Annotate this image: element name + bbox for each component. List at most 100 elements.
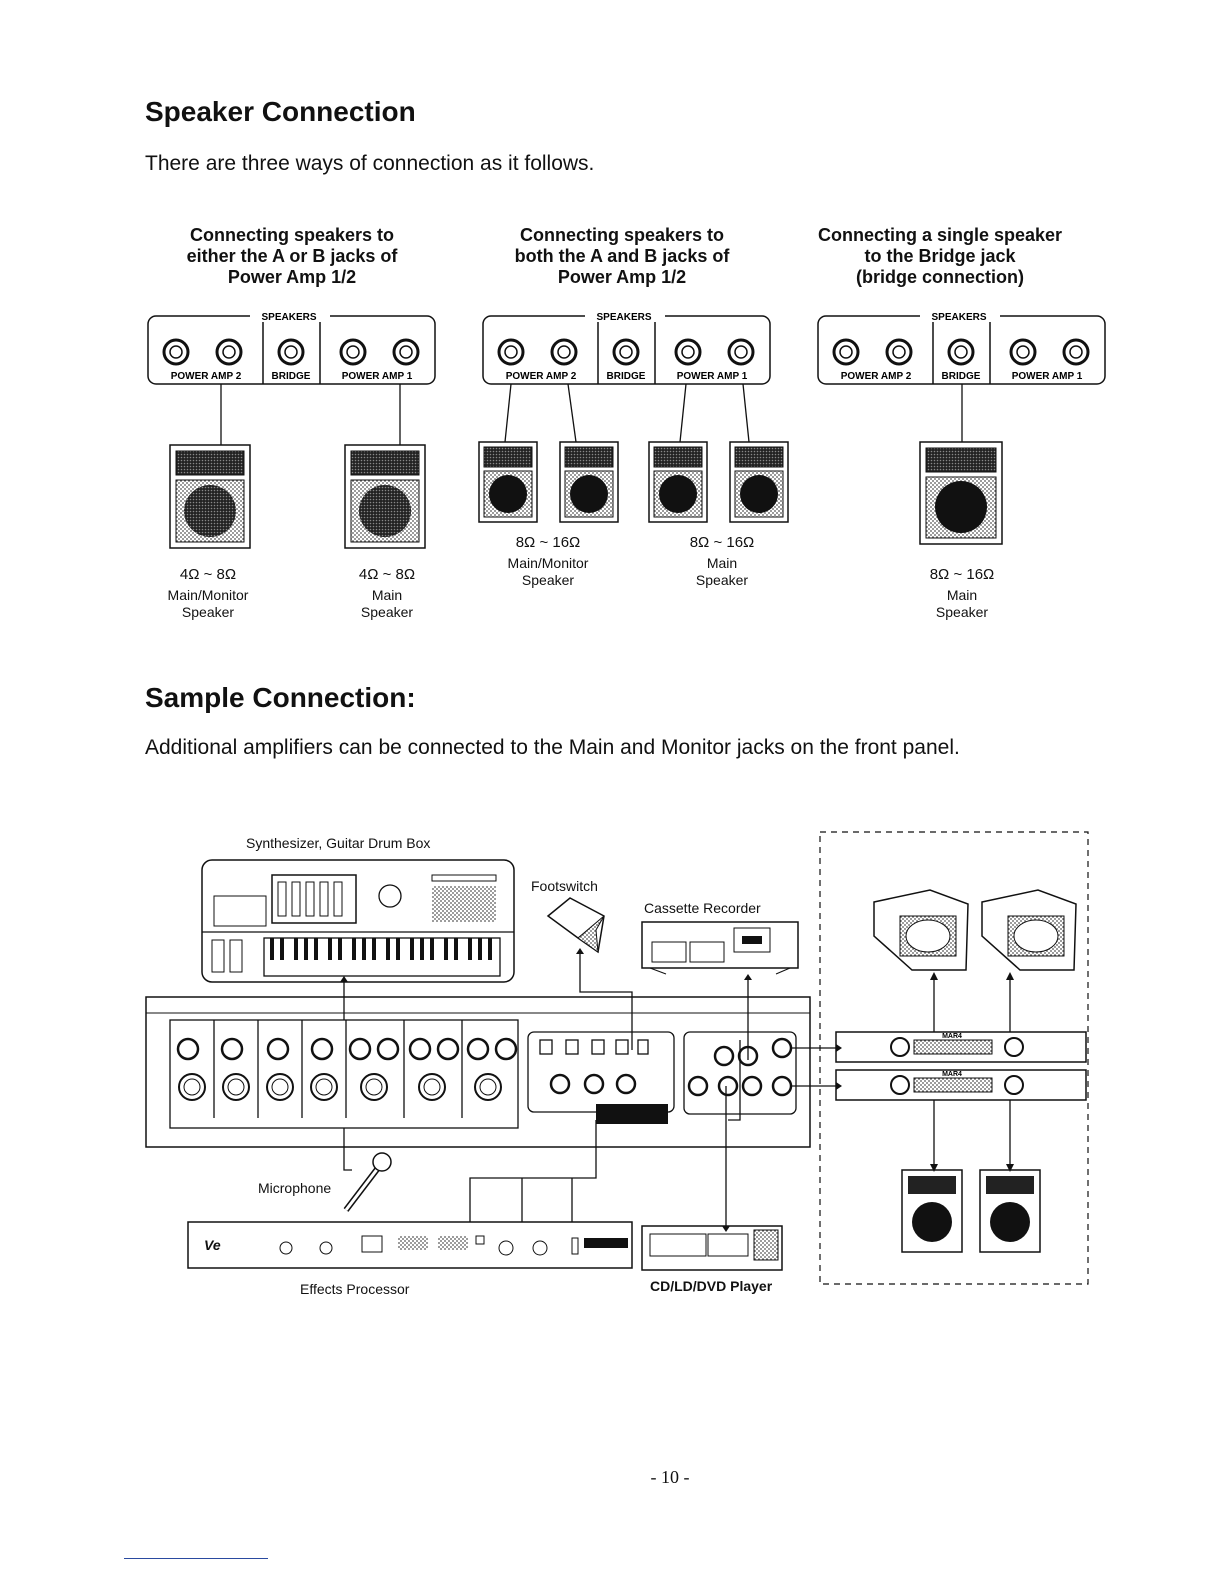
impedance-range: 8Ω ~ 16Ω xyxy=(515,534,581,551)
title-line: (bridge connection) xyxy=(856,267,1024,287)
sample-connection-diagram: Ve xyxy=(145,831,1089,1285)
speaker-type: Main xyxy=(371,587,403,603)
label-microphone: Microphone xyxy=(258,1180,332,1196)
speaker-label: 4Ω ~ 8Ω Main Speaker xyxy=(327,566,447,621)
speaker-label: 8Ω ~ 16Ω Main/Monitor Speaker xyxy=(488,534,608,589)
amp-model-label: MAR4 xyxy=(942,1071,962,1078)
section-heading-sample-connection: Sample Connection: xyxy=(145,682,416,713)
label-cassette-recorder: Cassette Recorder xyxy=(644,900,761,916)
speaker-type: Main/Monitor xyxy=(507,555,589,571)
speaker-word: Speaker xyxy=(181,604,235,620)
amp-cables xyxy=(792,980,1011,1164)
speaker-panel-3: SPEAKERS POWER AMP 2 BRIDGE POWER AMP 1 xyxy=(817,308,1106,545)
panel-label-right: POWER AMP 1 xyxy=(342,371,413,382)
footswitch-icon xyxy=(546,897,605,954)
power-amplifier-icon: MAR4 xyxy=(835,1031,1087,1063)
monitor-speaker-icon xyxy=(901,1169,963,1253)
panel-label-mid: BRIDGE xyxy=(272,371,311,382)
panel-label-left: POWER AMP 2 xyxy=(841,371,912,382)
jack-icon xyxy=(277,338,305,366)
speaker-cabinet-icon xyxy=(478,441,538,523)
panel-header: SPEAKERS xyxy=(596,312,651,323)
monitor-speaker-icon xyxy=(979,1169,1041,1253)
impedance-range: 8Ω ~ 16Ω xyxy=(929,566,995,583)
panel-label-right: POWER AMP 1 xyxy=(1012,371,1083,382)
synthesizer-icon xyxy=(201,859,515,983)
speaker-type: Main/Monitor xyxy=(167,587,249,603)
impedance-range: 4Ω ~ 8Ω xyxy=(179,566,237,583)
jack-icon xyxy=(885,338,913,366)
sample-text: Additional amplifiers can be connected t… xyxy=(145,736,960,759)
svg-text:Ve: Ve xyxy=(204,1237,221,1253)
cassette-recorder-icon xyxy=(641,921,799,975)
connection-title-2: Connecting speakers to both the A and B … xyxy=(472,225,772,288)
title-line: Power Amp 1/2 xyxy=(557,267,687,287)
title-line: Connecting speakers to xyxy=(519,225,725,245)
page-number: - 10 - xyxy=(650,1467,690,1487)
speaker-word: Speaker xyxy=(521,572,575,588)
jack-icon xyxy=(1062,338,1090,366)
speaker-label: 8Ω ~ 16Ω Main Speaker xyxy=(662,534,782,589)
label-cd-player: CD/LD/DVD Player xyxy=(650,1278,773,1294)
jack-icon xyxy=(339,338,367,366)
speaker-panel-2: SPEAKERS POWER AMP 2 BRIDGE POWER AMP 1 xyxy=(478,308,789,523)
panel-header: SPEAKERS xyxy=(261,312,316,323)
speaker-cabinet-icon xyxy=(559,441,619,523)
panel-label-left: POWER AMP 2 xyxy=(506,371,577,382)
jack-icon xyxy=(392,338,420,366)
amp-model-label: MAR4 xyxy=(942,1033,962,1040)
jack-icon xyxy=(727,338,755,366)
panel-label-mid: BRIDGE xyxy=(942,371,981,382)
jack-icon xyxy=(215,338,243,366)
speaker-word: Speaker xyxy=(935,604,989,620)
panel-label-mid: BRIDGE xyxy=(607,371,646,382)
footnote-rule xyxy=(124,1558,268,1559)
label-effects-processor: Effects Processor xyxy=(300,1281,410,1297)
jack-icon xyxy=(162,338,190,366)
jack-icon xyxy=(550,338,578,366)
impedance-range: 8Ω ~ 16Ω xyxy=(689,534,755,551)
speaker-label: 8Ω ~ 16Ω Main Speaker xyxy=(902,566,1022,621)
mixer-front-panel xyxy=(145,996,811,1148)
jack-icon xyxy=(947,338,975,366)
external-amplifier-box xyxy=(819,831,1089,1285)
title-line: either the A or B jacks of xyxy=(186,246,398,266)
label-synthesizer: Synthesizer, Guitar Drum Box xyxy=(246,835,431,851)
jack-icon xyxy=(832,338,860,366)
speaker-type: Main xyxy=(946,587,978,603)
impedance-range: 4Ω ~ 8Ω xyxy=(358,566,416,583)
speaker-cabinet-icon xyxy=(648,441,708,523)
external-speaker-icon xyxy=(873,889,969,971)
connection-title-3: Connecting a single speaker to the Bridg… xyxy=(790,225,1090,288)
title-line: to the Bridge jack xyxy=(864,246,1016,266)
cd-player-icon xyxy=(641,1225,783,1271)
speaker-connection-diagram: SPEAKERS POWER AMP 2 BRIDGE POWER AMP 1 … xyxy=(147,308,1106,549)
speaker-word: Speaker xyxy=(695,572,749,588)
jack-icon xyxy=(674,338,702,366)
title-line: Connecting speakers to xyxy=(189,225,395,245)
speaker-cabinet-icon xyxy=(344,444,426,549)
label-footswitch: Footswitch xyxy=(531,878,598,894)
speaker-cabinet-icon xyxy=(919,441,1003,545)
microphone-icon xyxy=(343,1152,392,1212)
external-speaker-icon xyxy=(981,889,1077,971)
panel-header: SPEAKERS xyxy=(931,312,986,323)
title-line: Connecting a single speaker xyxy=(817,225,1063,245)
section-heading-speaker-connection: Speaker Connection xyxy=(145,96,416,127)
speaker-label: 4Ω ~ 8Ω Main/Monitor Speaker xyxy=(148,566,268,621)
speaker-cabinet-icon xyxy=(729,441,789,523)
signal-cables xyxy=(343,954,749,1226)
speaker-panel-1: SPEAKERS POWER AMP 2 BRIDGE POWER AMP 1 xyxy=(147,308,436,549)
speaker-type: Main xyxy=(706,555,738,571)
speaker-cabinet-icon xyxy=(169,444,251,549)
panel-label-right: POWER AMP 1 xyxy=(677,371,748,382)
panel-label-left: POWER AMP 2 xyxy=(171,371,242,382)
title-line: Power Amp 1/2 xyxy=(227,267,357,287)
power-amplifier-icon: MAR4 xyxy=(835,1069,1087,1101)
jack-icon xyxy=(1009,338,1037,366)
jack-icon xyxy=(497,338,525,366)
effects-processor-icon: Ve xyxy=(187,1221,633,1269)
connection-title-1: Connecting speakers to either the A or B… xyxy=(142,225,442,288)
jack-icon xyxy=(612,338,640,366)
intro-text: There are three ways of connection as it… xyxy=(145,152,595,175)
